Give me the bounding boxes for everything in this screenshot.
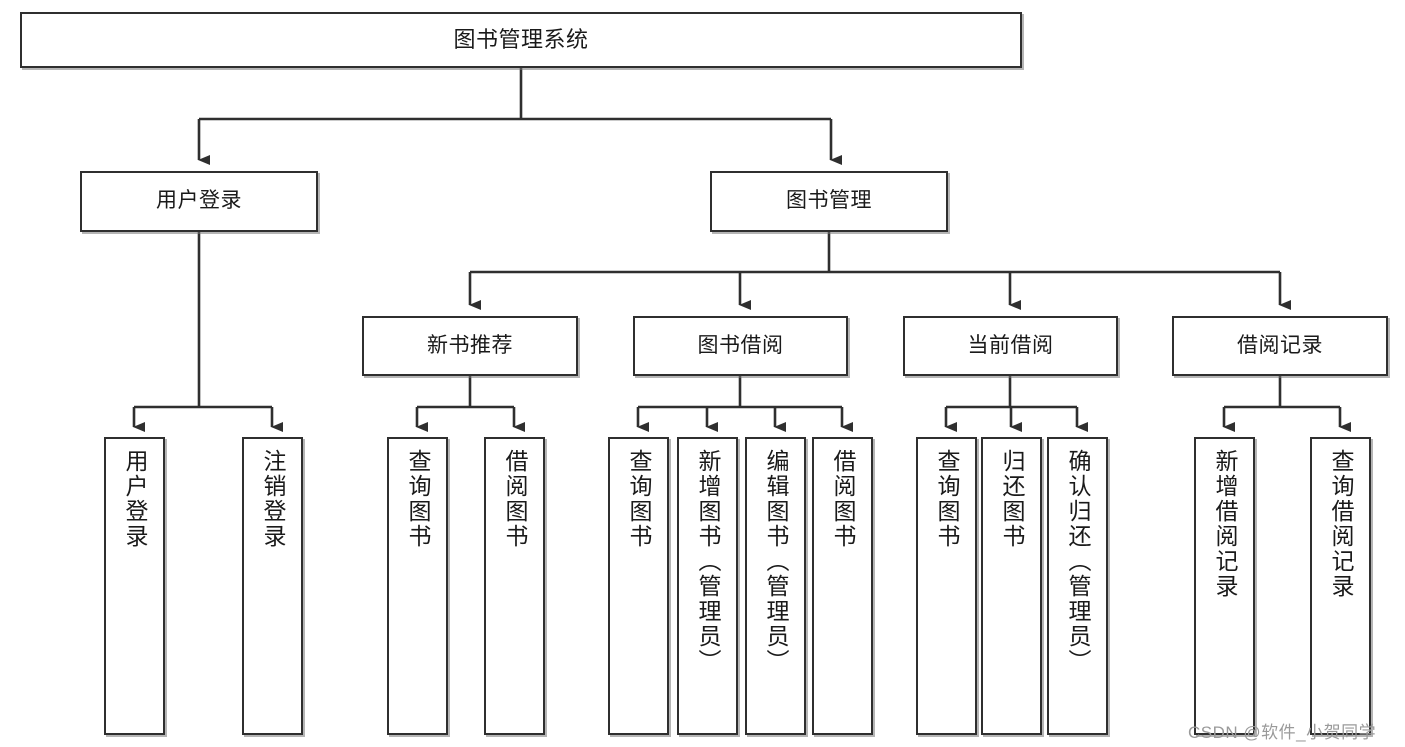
node-leaf-query-book-bw[interactable]: 查询图书 bbox=[608, 437, 669, 735]
watermark-text: CSDN @软件_小贺同学 bbox=[1188, 723, 1377, 742]
node-leaf-query-book-rec[interactable]: 查询图书 bbox=[387, 437, 448, 735]
node-new-book-rec[interactable]: 新书推荐 bbox=[362, 316, 578, 376]
node-leaf-query-record-label: 查询借阅记录 bbox=[1328, 449, 1354, 599]
node-borrow-record-label: 借阅记录 bbox=[1237, 333, 1323, 357]
node-leaf-borrow-book-rec-label: 借阅图书 bbox=[502, 449, 528, 549]
node-leaf-query-record[interactable]: 查询借阅记录 bbox=[1310, 437, 1371, 735]
node-book-manage[interactable]: 图书管理 bbox=[710, 171, 948, 232]
node-leaf-borrow-book-bw-label: 借阅图书 bbox=[830, 449, 856, 549]
node-leaf-borrow-book-rec[interactable]: 借阅图书 bbox=[484, 437, 545, 735]
node-leaf-user-login[interactable]: 用户登录 bbox=[104, 437, 165, 735]
node-leaf-query-book-rec-label: 查询图书 bbox=[405, 449, 431, 549]
node-leaf-query-book-cur[interactable]: 查询图书 bbox=[916, 437, 977, 735]
node-leaf-edit-book-label: 编辑图书（管理员） bbox=[763, 449, 789, 674]
node-root-label: 图书管理系统 bbox=[453, 27, 589, 53]
node-current-borrow-label: 当前借阅 bbox=[967, 333, 1054, 357]
node-leaf-confirm-return[interactable]: 确认归还（管理员） bbox=[1047, 437, 1108, 735]
node-leaf-return-book[interactable]: 归还图书 bbox=[981, 437, 1042, 735]
node-leaf-edit-book[interactable]: 编辑图书（管理员） bbox=[745, 437, 806, 735]
node-leaf-user-logout-label: 注销登录 bbox=[260, 449, 286, 549]
node-leaf-add-book[interactable]: 新增图书（管理员） bbox=[677, 437, 738, 735]
node-leaf-borrow-book-bw[interactable]: 借阅图书 bbox=[812, 437, 873, 735]
node-leaf-confirm-return-label: 确认归还（管理员） bbox=[1065, 449, 1091, 674]
node-leaf-add-record-label: 新增借阅记录 bbox=[1212, 449, 1238, 599]
node-current-borrow[interactable]: 当前借阅 bbox=[903, 316, 1118, 376]
node-leaf-query-book-bw-label: 查询图书 bbox=[626, 449, 652, 549]
node-book-manage-label: 图书管理 bbox=[786, 189, 872, 213]
node-leaf-add-book-label: 新增图书（管理员） bbox=[695, 449, 721, 674]
node-borrow-record[interactable]: 借阅记录 bbox=[1172, 316, 1388, 376]
node-book-borrow[interactable]: 图书借阅 bbox=[633, 316, 848, 376]
node-book-borrow-label: 图书借阅 bbox=[697, 333, 784, 357]
node-root[interactable]: 图书管理系统 bbox=[20, 12, 1022, 68]
node-leaf-add-record[interactable]: 新增借阅记录 bbox=[1194, 437, 1255, 735]
node-new-book-rec-label: 新书推荐 bbox=[427, 333, 513, 357]
node-user-login[interactable]: 用户登录 bbox=[80, 171, 318, 232]
node-user-login-label: 用户登录 bbox=[156, 189, 242, 213]
node-leaf-user-login-label: 用户登录 bbox=[122, 449, 148, 549]
node-leaf-user-logout[interactable]: 注销登录 bbox=[242, 437, 303, 735]
node-leaf-query-book-cur-label: 查询图书 bbox=[934, 449, 960, 549]
node-leaf-return-book-label: 归还图书 bbox=[999, 449, 1025, 549]
